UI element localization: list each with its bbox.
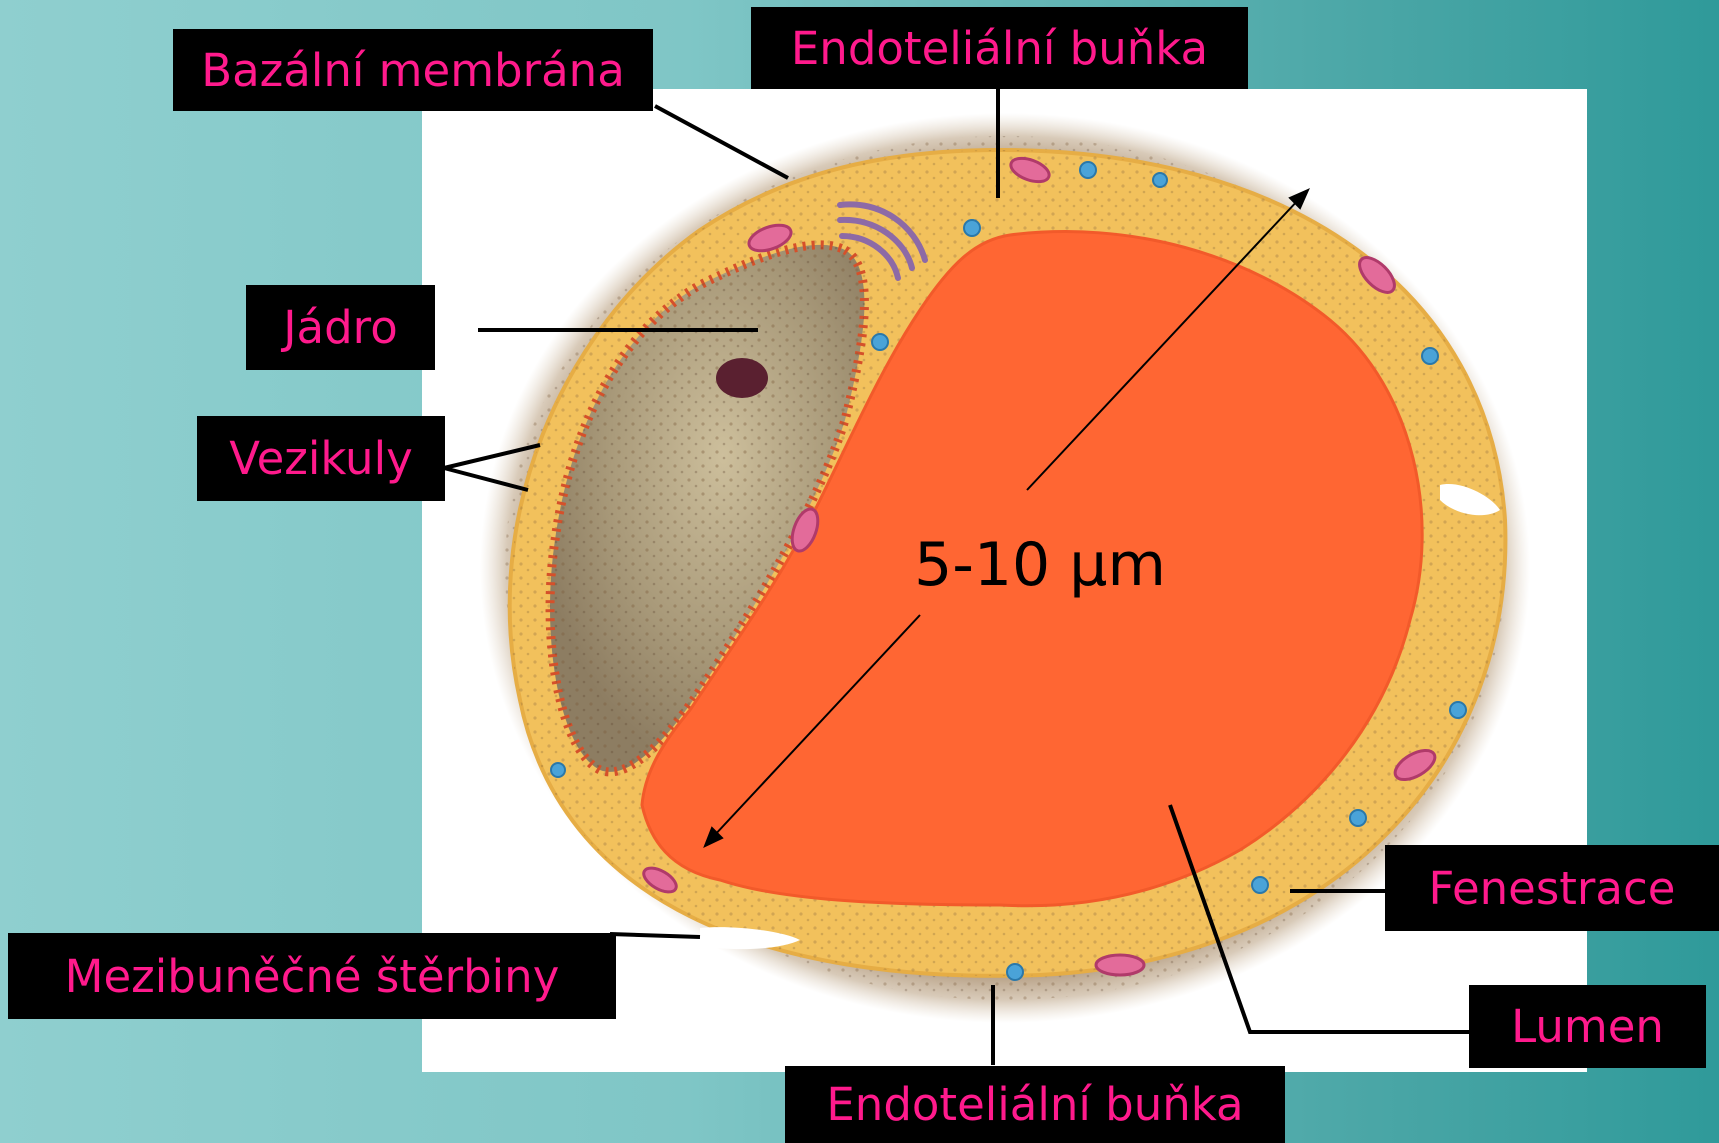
label-jadro: Jádro — [246, 285, 435, 370]
diameter-measurement: 5-10 μm — [900, 530, 1180, 600]
label-endotelialni-bunka-bottom: Endoteliální buňka — [785, 1066, 1285, 1143]
label-mezibunecne-sterbiny: Mezibuněčné štěrbiny — [8, 933, 616, 1019]
label-endotelialni-bunka-top: Endoteliální buňka — [751, 7, 1248, 89]
label-bazalni-membrana: Bazální membrána — [173, 29, 653, 111]
label-lumen: Lumen — [1469, 985, 1706, 1068]
label-vezikuly: Vezikuly — [197, 416, 445, 501]
label-fenestrace: Fenestrace — [1385, 845, 1719, 931]
